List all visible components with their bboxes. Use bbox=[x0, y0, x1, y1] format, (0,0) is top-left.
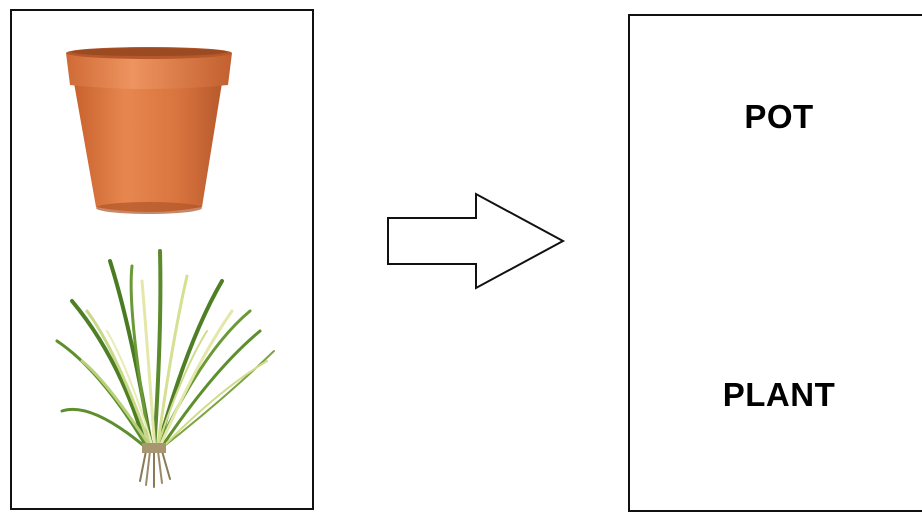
labels-panel: POT PLANT bbox=[628, 14, 922, 512]
pot-label: POT bbox=[630, 98, 922, 136]
plant-label: PLANT bbox=[630, 376, 922, 414]
